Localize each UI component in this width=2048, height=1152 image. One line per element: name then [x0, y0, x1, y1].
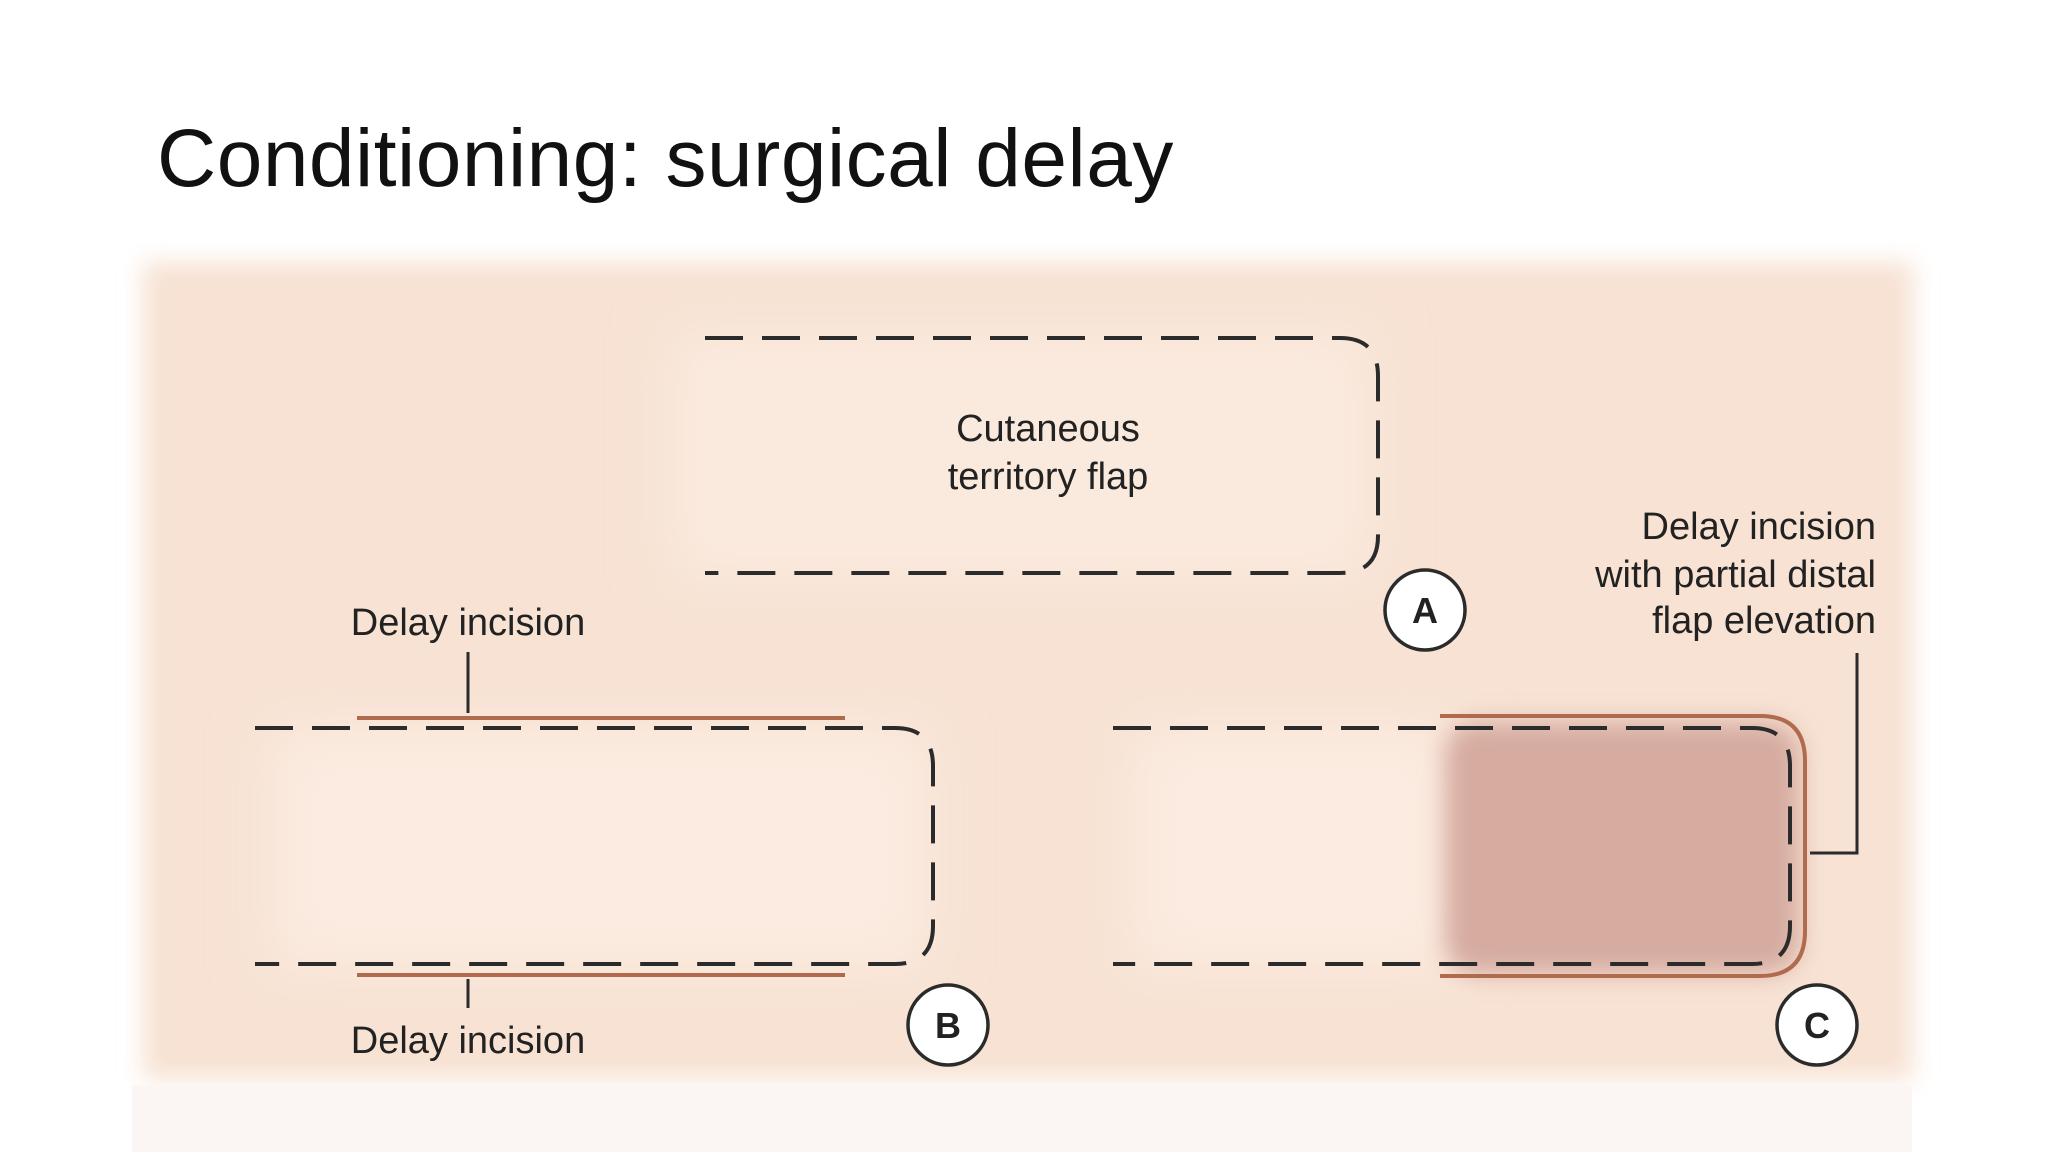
- delay-incision-bottom-label: Delay incision: [351, 1020, 585, 1062]
- flap-c-label-line1: Delay incision: [1642, 506, 1876, 548]
- panel-a-badge: [1383, 568, 1467, 652]
- flap-c-outline: [1113, 726, 1792, 966]
- panel-c-badge: [1775, 983, 1859, 1067]
- delay-incision-top-label: Delay incision: [351, 602, 585, 644]
- flap-b-outline: [255, 726, 935, 966]
- panel-b: Delay incision Delay incision B: [255, 602, 990, 1067]
- panel-b-badge: [906, 983, 990, 1067]
- flap-a-outline: [705, 336, 1380, 575]
- flap-c-shading: [1130, 725, 1460, 970]
- panel-c: Delay incision with partial distal flap …: [1113, 506, 1876, 1067]
- flap-a-label-line1: Cutaneous: [956, 408, 1140, 450]
- figure-bottom-strip: [132, 1085, 1912, 1152]
- flap-c-leader: [1810, 653, 1859, 855]
- panel-a-letter: A: [1412, 590, 1438, 631]
- elevated-flap-region: [1445, 722, 1800, 974]
- flap-a-label-line2: territory flap: [948, 456, 1149, 498]
- slide-title: Conditioning: surgical delay: [157, 113, 1174, 204]
- flap-c-label-line3: flap elevation: [1652, 600, 1876, 642]
- flap-b-shading: [270, 725, 930, 970]
- panel-c-letter: C: [1804, 1005, 1830, 1046]
- flap-c-label-line2: with partial distal: [1594, 554, 1876, 596]
- flap-a-shading: [670, 330, 1370, 580]
- delay-incision-distal-line: [1440, 714, 1807, 978]
- panel-a: Cutaneous territory flap A: [705, 336, 1467, 652]
- panel-b-letter: B: [935, 1005, 961, 1046]
